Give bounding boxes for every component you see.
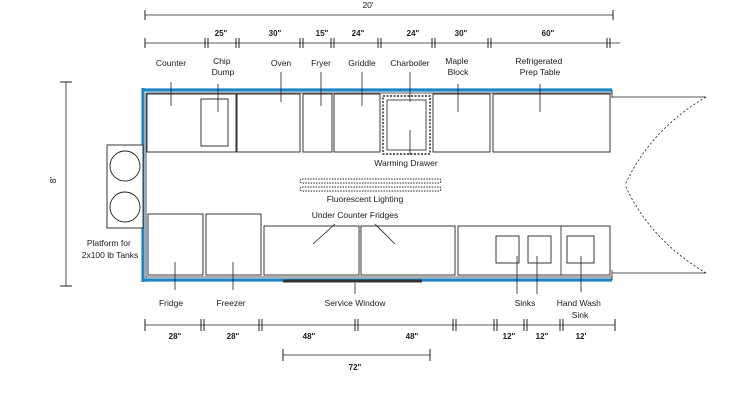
warming-drawer-callout: Warming Drawer — [374, 130, 438, 168]
total-length-label: 20' — [362, 0, 373, 10]
maple-block-label: Maple Block — [445, 56, 471, 77]
warming-drawer-label: Warming Drawer — [374, 158, 438, 168]
dim-top-chip-dump: 25" — [215, 29, 228, 38]
fluorescent-lighting: Fluorescent Lighting — [299, 178, 442, 204]
sink-basin — [527, 235, 552, 264]
dim-bottom-fridge-1: 48" — [303, 332, 316, 341]
dim-top-charboiler: 24" — [407, 29, 420, 38]
under-counter-fridges-callout: Under Counter Fridges — [312, 210, 398, 245]
under-counter-fridge — [263, 225, 360, 276]
griddle — [333, 93, 381, 153]
fryer-label: Fryer — [311, 58, 331, 68]
dim-top-fryer: 15" — [316, 29, 329, 38]
propane-tank — [109, 191, 141, 223]
refrigerated-prep-table — [492, 93, 611, 153]
prep-table-label: Refrigerated Prep Table — [515, 56, 564, 77]
dim-top-griddle: 24" — [352, 29, 365, 38]
hand-wash-sink-basin — [566, 235, 595, 264]
width-label: 8' — [48, 176, 58, 183]
dim-service-window: 72" — [349, 363, 362, 372]
width-dimension: 8' — [48, 81, 72, 287]
propane-platform: Platform for 2x100 lb Tanks — [82, 144, 144, 260]
fridge — [147, 213, 204, 276]
dim-bottom-fridge: 28" — [169, 332, 182, 341]
dim-bottom-fridge-2: 48" — [406, 332, 419, 341]
dim-bottom-freezer: 28" — [227, 332, 240, 341]
dim-bottom-sink-1: 12" — [503, 332, 516, 341]
sinks-label: Sinks — [515, 298, 536, 308]
propane-tank — [109, 150, 141, 182]
freezer — [205, 213, 262, 276]
dim-bottom-sink-2: 12" — [536, 332, 549, 341]
hand-wash-sink-label: Hand Wash Sink — [557, 298, 603, 320]
service-window-label: Service Window — [325, 298, 387, 308]
griddle-label: Griddle — [348, 58, 376, 68]
chip-dump — [200, 98, 229, 147]
fryer — [302, 93, 333, 153]
under-counter-fridges-label: Under Counter Fridges — [312, 210, 398, 220]
maple-block — [432, 93, 491, 153]
dim-bottom-hand-wash: 12' — [576, 332, 587, 341]
bottom-labels: Fridge Freezer Service Window Sinks Hand… — [159, 256, 603, 320]
service-window-dimension: 72" — [282, 349, 431, 372]
platform-label: Platform for 2x100 lb Tanks — [82, 238, 139, 260]
total-length-dimension: 20' — [144, 0, 614, 20]
fridge-label: Fridge — [159, 298, 183, 308]
charboiler — [382, 95, 431, 155]
bottom-equipment-row — [147, 213, 611, 276]
sink-basin — [495, 235, 520, 264]
rear-doors — [612, 96, 707, 274]
top-equipment-row — [146, 93, 611, 155]
charboiler-label: Charboiler — [390, 58, 429, 68]
dim-top-maple-block: 30" — [455, 29, 468, 38]
freezer-label: Freezer — [216, 298, 245, 308]
oven — [236, 93, 301, 153]
counter-label: Counter — [156, 58, 186, 68]
dim-top-prep-table: 60" — [542, 29, 555, 38]
fluorescent-lighting-label: Fluorescent Lighting — [327, 194, 404, 204]
chip-dump-label: Chip Dump — [212, 56, 235, 77]
top-dimension-row: 25" 30" 15" 24" 24" 30" 60" — [144, 29, 620, 48]
oven-label: Oven — [271, 58, 292, 68]
dim-top-oven: 30" — [269, 29, 282, 38]
bottom-dimension-row: 28" 28" 48" 48" 12" 12" 12' — [144, 319, 616, 341]
under-counter-fridge — [360, 225, 456, 276]
top-labels: Counter Chip Dump Oven Fryer Griddle Cha… — [156, 56, 564, 112]
